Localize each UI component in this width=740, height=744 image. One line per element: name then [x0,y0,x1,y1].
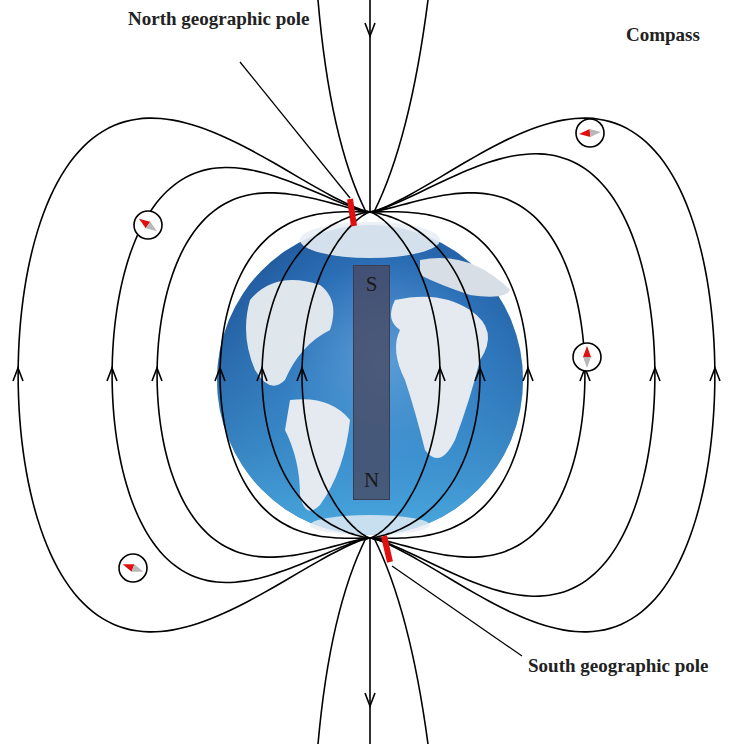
field-arrow [297,368,307,381]
compass-label: Compass [626,24,736,46]
field-arrow [365,693,375,706]
field-line [369,0,371,212]
field-arrow [523,368,533,381]
field-line [370,193,585,557]
magnet-pole-letter: S [354,272,389,297]
field-line [370,212,528,539]
compass-symbol [573,343,601,371]
field-arrow [435,368,445,381]
field-lines [13,0,720,744]
field-line [370,118,715,632]
field-line [318,538,366,744]
field-line [220,212,370,539]
field-arrow [152,368,162,381]
field-line [374,0,428,212]
pole-label: North geographic pole [128,8,328,30]
globe [217,222,523,535]
field-line [157,193,370,557]
field-line [370,154,655,596]
compass-symbol [119,554,147,582]
field-arrow [107,368,117,381]
field-arrow [475,368,485,381]
field-line [318,0,366,212]
field-arrow [365,23,375,36]
field-line [374,538,428,744]
field-arrow [650,368,660,381]
compass-symbol [134,211,162,239]
field-arrow [215,368,225,381]
pole-markers [350,199,390,562]
field-arrow [13,368,23,381]
leader-lines [240,62,522,656]
field-line [18,118,370,632]
pole-label: South geographic pole [528,655,733,677]
compass-symbol [576,119,604,147]
field-arrow [710,368,720,381]
magnet-pole-letter: N [354,468,389,493]
bar-magnet: SN [353,265,390,500]
field-line [112,167,370,582]
field-line [369,538,371,744]
compasses [119,119,604,582]
field-arrow [257,368,267,381]
